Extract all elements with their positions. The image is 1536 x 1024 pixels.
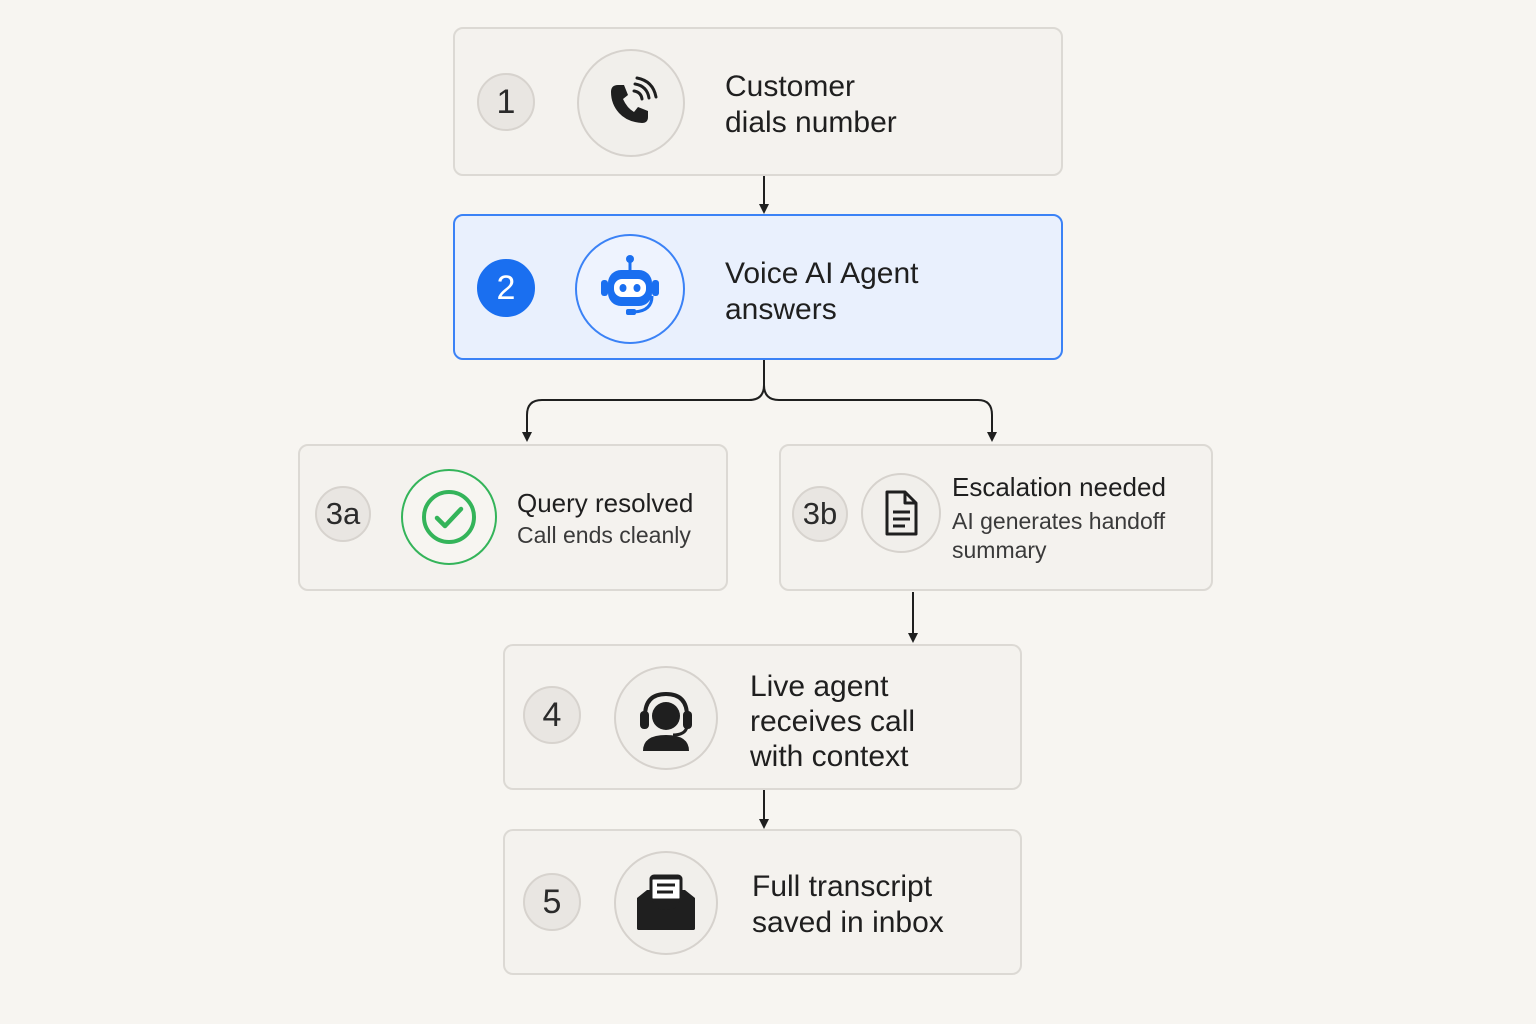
robot-headset-icon (601, 255, 659, 315)
step-3b-icon-circle (861, 473, 941, 553)
step-5-label: Full transcript saved in inbox (752, 869, 944, 941)
step-1-line1: Customer (725, 70, 856, 103)
step-4-line3: with context (750, 740, 909, 773)
step-1-card: 1 Customer dials number (453, 27, 1063, 176)
step-4-line2: receives call (750, 705, 916, 738)
step-3b-card: 3b Escalation needed AI generates handof… (779, 444, 1213, 591)
step-4-label: Live agent receives call with context (750, 669, 915, 774)
step-1-icon-circle (577, 49, 685, 157)
step-2-badge: 2 (477, 259, 535, 317)
step-2-line2: answers (725, 293, 837, 326)
step-1-badge: 1 (477, 73, 535, 131)
step-4-line1: Live agent (750, 670, 889, 703)
step-2-label: Voice AI Agent answers (725, 256, 919, 328)
step-3b-badge: 3b (792, 486, 848, 542)
step-4-badge: 4 (523, 686, 581, 744)
step-5-line2: saved in inbox (752, 906, 944, 939)
arrow-2-to-3a (522, 360, 765, 442)
step-3a-title: Query resolved (517, 488, 694, 518)
step-3b-title: Escalation needed (952, 472, 1166, 502)
step-4-icon-circle (614, 666, 718, 770)
step-3a-label: Query resolved Call ends cleanly (517, 487, 693, 550)
step-3a-icon-circle (401, 469, 497, 565)
step-5-badge: 5 (523, 873, 581, 931)
step-1-label: Customer dials number (725, 69, 897, 141)
document-icon (885, 490, 918, 536)
check-circle-icon (422, 490, 476, 544)
step-4-card: 4 Live agent receives call with context (503, 644, 1022, 790)
headset-agent-icon (640, 691, 692, 751)
step-2-card: 2 Voice AI Agent answers (453, 214, 1063, 360)
arrow-2-to-3b (763, 384, 997, 442)
step-3a-badge: 3a (315, 486, 371, 542)
phone-ringing-icon (611, 76, 658, 123)
inbox-message-icon (637, 874, 695, 930)
step-3b-subtitle-line1: AI generates handoff (952, 508, 1166, 534)
step-5-line1: Full transcript (752, 870, 933, 903)
step-3b-subtitle-line2: summary (952, 537, 1047, 563)
step-2-icon-circle (575, 234, 685, 344)
step-1-line2: dials number (725, 106, 897, 139)
step-5-card: 5 Full transcript saved in inbox (503, 829, 1022, 975)
step-5-icon-circle (614, 851, 718, 955)
step-3a-subtitle: Call ends cleanly (517, 522, 691, 548)
step-2-line1: Voice AI Agent (725, 257, 919, 290)
step-3b-label: Escalation needed AI generates handoff s… (952, 471, 1166, 565)
step-3a-card: 3a Query resolved Call ends cleanly (298, 444, 728, 591)
